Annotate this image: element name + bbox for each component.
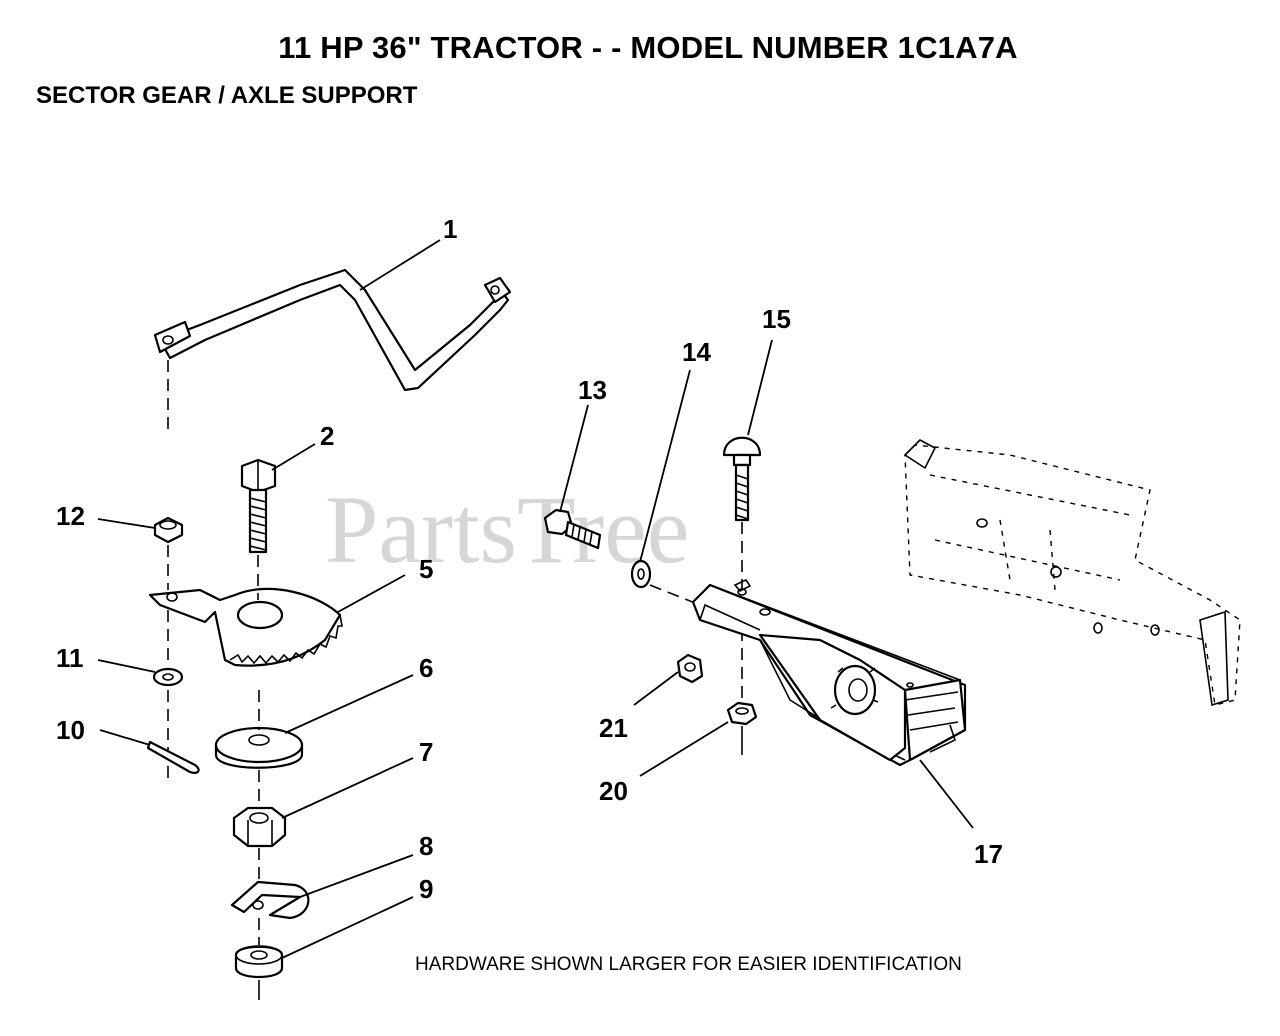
- page-title: 11 HP 36" TRACTOR - - MODEL NUMBER 1C1A7…: [278, 30, 1018, 65]
- nut-part-9: [234, 945, 284, 978]
- callout-labels: 1 2 5 6 7 8 9 10 11 12 13 14 15 17 20 21: [56, 214, 1003, 904]
- nut-part-21: [676, 653, 704, 684]
- callout-9: 9: [419, 874, 433, 904]
- section-title: SECTOR GEAR / AXLE SUPPORT: [36, 82, 418, 109]
- callout-2: 2: [320, 421, 334, 451]
- drag-link-part-1: [153, 268, 512, 392]
- hex-nut-part-7: [232, 806, 287, 848]
- callout-14: 14: [682, 337, 711, 367]
- clip-part-8: [230, 880, 310, 920]
- leader-lines: [97, 239, 974, 959]
- footer-note: HARDWARE SHOWN LARGER FOR EASIER IDENTIF…: [415, 954, 962, 975]
- callout-15: 15: [762, 304, 791, 334]
- callout-5: 5: [419, 554, 433, 584]
- washer-part-6: [214, 726, 304, 769]
- callout-11: 11: [56, 643, 84, 673]
- callout-17: 17: [974, 839, 1003, 869]
- callout-10: 10: [56, 715, 85, 745]
- bolt-part-2: [240, 458, 277, 554]
- axle-support-part-17: [691, 578, 967, 767]
- sector-gear-part-5: [148, 587, 343, 667]
- callout-21: 21: [599, 713, 628, 743]
- nut-part-12: [153, 516, 184, 544]
- carriage-bolt-part-15: [722, 436, 762, 522]
- dash-line-11: [649, 584, 701, 606]
- cotter-pin-part-10: [146, 740, 200, 774]
- nut-part-20: [726, 701, 758, 726]
- washer-part-14: [630, 559, 652, 589]
- watermark: PartsTree: [325, 476, 689, 583]
- callout-1: 1: [443, 214, 457, 244]
- bolt-part-13: [543, 508, 602, 550]
- callout-7: 7: [419, 737, 433, 767]
- callout-6: 6: [419, 653, 433, 683]
- callout-13: 13: [578, 375, 607, 405]
- callout-20: 20: [599, 776, 628, 806]
- washer-part-11: [152, 667, 184, 687]
- callout-12: 12: [56, 501, 85, 531]
- axle-frame-outline: [903, 439, 1241, 707]
- callout-8: 8: [419, 831, 433, 861]
